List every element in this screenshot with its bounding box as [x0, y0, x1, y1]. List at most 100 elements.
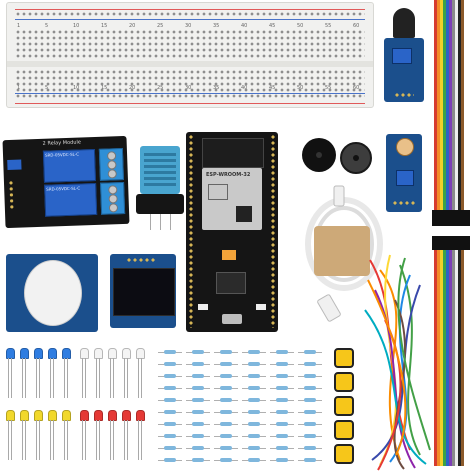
led-red [136, 410, 145, 421]
breadboard-column-number: 40 [241, 85, 248, 91]
terminal-holes-bottom [15, 69, 365, 99]
led-white [136, 348, 145, 359]
resistor [220, 350, 232, 354]
resistor [220, 362, 232, 366]
usb-a-plug [317, 294, 341, 322]
resistor [192, 434, 204, 438]
tactile-button-3 [334, 396, 354, 416]
led-blue [6, 348, 15, 359]
led-leg [11, 358, 12, 398]
power-rail-red-bottom [15, 103, 365, 104]
resistor [304, 410, 316, 414]
dht-sensor [140, 146, 180, 194]
breadboard-column-number: 15 [101, 85, 108, 91]
led-leg [64, 420, 65, 460]
pir-dome [24, 260, 82, 326]
capacitor [222, 250, 236, 260]
photo-potentiometer [396, 170, 414, 186]
resistor [248, 350, 260, 354]
center-channel [7, 61, 373, 67]
led-leg [53, 420, 54, 460]
led-blue [34, 348, 43, 359]
resistor [164, 386, 176, 390]
led-leg [96, 420, 97, 460]
dht-grille [144, 150, 176, 186]
led-leg [8, 420, 9, 460]
boot-button [198, 304, 208, 310]
breadboard-column-number: 5 [45, 85, 49, 91]
breadboard-column-number: 1 [17, 85, 21, 91]
relay-1: SRD-05VDC-SL-C [42, 148, 96, 183]
ce-mark [208, 184, 228, 200]
usb-cable [305, 185, 383, 322]
resistor [276, 350, 288, 354]
breadboard-column-number: 60 [353, 23, 360, 29]
ribbon-cable-bottom [432, 236, 470, 466]
resistor [192, 398, 204, 402]
resistor [248, 458, 260, 462]
led-leg [110, 420, 111, 460]
led-leg [39, 420, 40, 460]
led-leg [67, 420, 68, 460]
esp32-board: ESP-WROOM-32 [186, 132, 278, 332]
resistor [164, 398, 176, 402]
breadboard-column-number: 30 [185, 23, 192, 29]
breadboard-column-number: 35 [213, 23, 220, 29]
esp32-module-label: ESP-WROOM-32 [206, 172, 251, 178]
led-red [122, 410, 131, 421]
resistor [192, 446, 204, 450]
oled-screen [113, 268, 175, 316]
dht-board [136, 194, 184, 214]
resistor [164, 446, 176, 450]
breadboard-column-number: 55 [325, 85, 332, 91]
esp32-pins-right [270, 134, 276, 328]
resistor [304, 350, 316, 354]
breadboard-column-number: 5 [45, 23, 49, 29]
power-rail-blue-bottom [15, 93, 365, 94]
breadboard-column-number: 45 [269, 23, 276, 29]
breadboard-column-number: 30 [185, 85, 192, 91]
resistor [164, 350, 176, 354]
led-leg [8, 358, 9, 398]
resistor [248, 410, 260, 414]
esp32-pins-left [188, 134, 194, 328]
regulator-chip [216, 272, 246, 294]
breadboard-column-number: 60 [353, 85, 360, 91]
resistor [164, 362, 176, 366]
resistor [220, 458, 232, 462]
led-leg [141, 420, 142, 460]
resistor [276, 434, 288, 438]
connector-housings [432, 210, 470, 226]
resistor [192, 458, 204, 462]
antenna-area [202, 138, 264, 168]
led-leg [64, 358, 65, 398]
resistor [220, 434, 232, 438]
breadboard-column-number: 20 [129, 85, 136, 91]
photo-pins [392, 200, 416, 206]
tactile-button-5 [334, 444, 354, 464]
led-leg [110, 358, 111, 398]
resistor [220, 422, 232, 426]
led-leg [82, 420, 83, 460]
resistor [192, 374, 204, 378]
led-leg [25, 358, 26, 398]
led-leg [113, 420, 114, 460]
photoresistor [396, 138, 414, 156]
resistor [276, 374, 288, 378]
led-yellow [48, 410, 57, 421]
led-white [122, 348, 131, 359]
resistor [220, 386, 232, 390]
led-leg [127, 420, 128, 460]
resistor [192, 350, 204, 354]
led-leg [99, 358, 100, 398]
breadboard-column-number: 15 [101, 23, 108, 29]
passive-buzzer [340, 142, 372, 174]
resistor [276, 422, 288, 426]
led-leg [85, 420, 86, 460]
led-leg [124, 420, 125, 460]
breadboard-column-number: 20 [129, 23, 136, 29]
resistor [220, 398, 232, 402]
resistor [304, 362, 316, 366]
qr-code [236, 206, 252, 222]
